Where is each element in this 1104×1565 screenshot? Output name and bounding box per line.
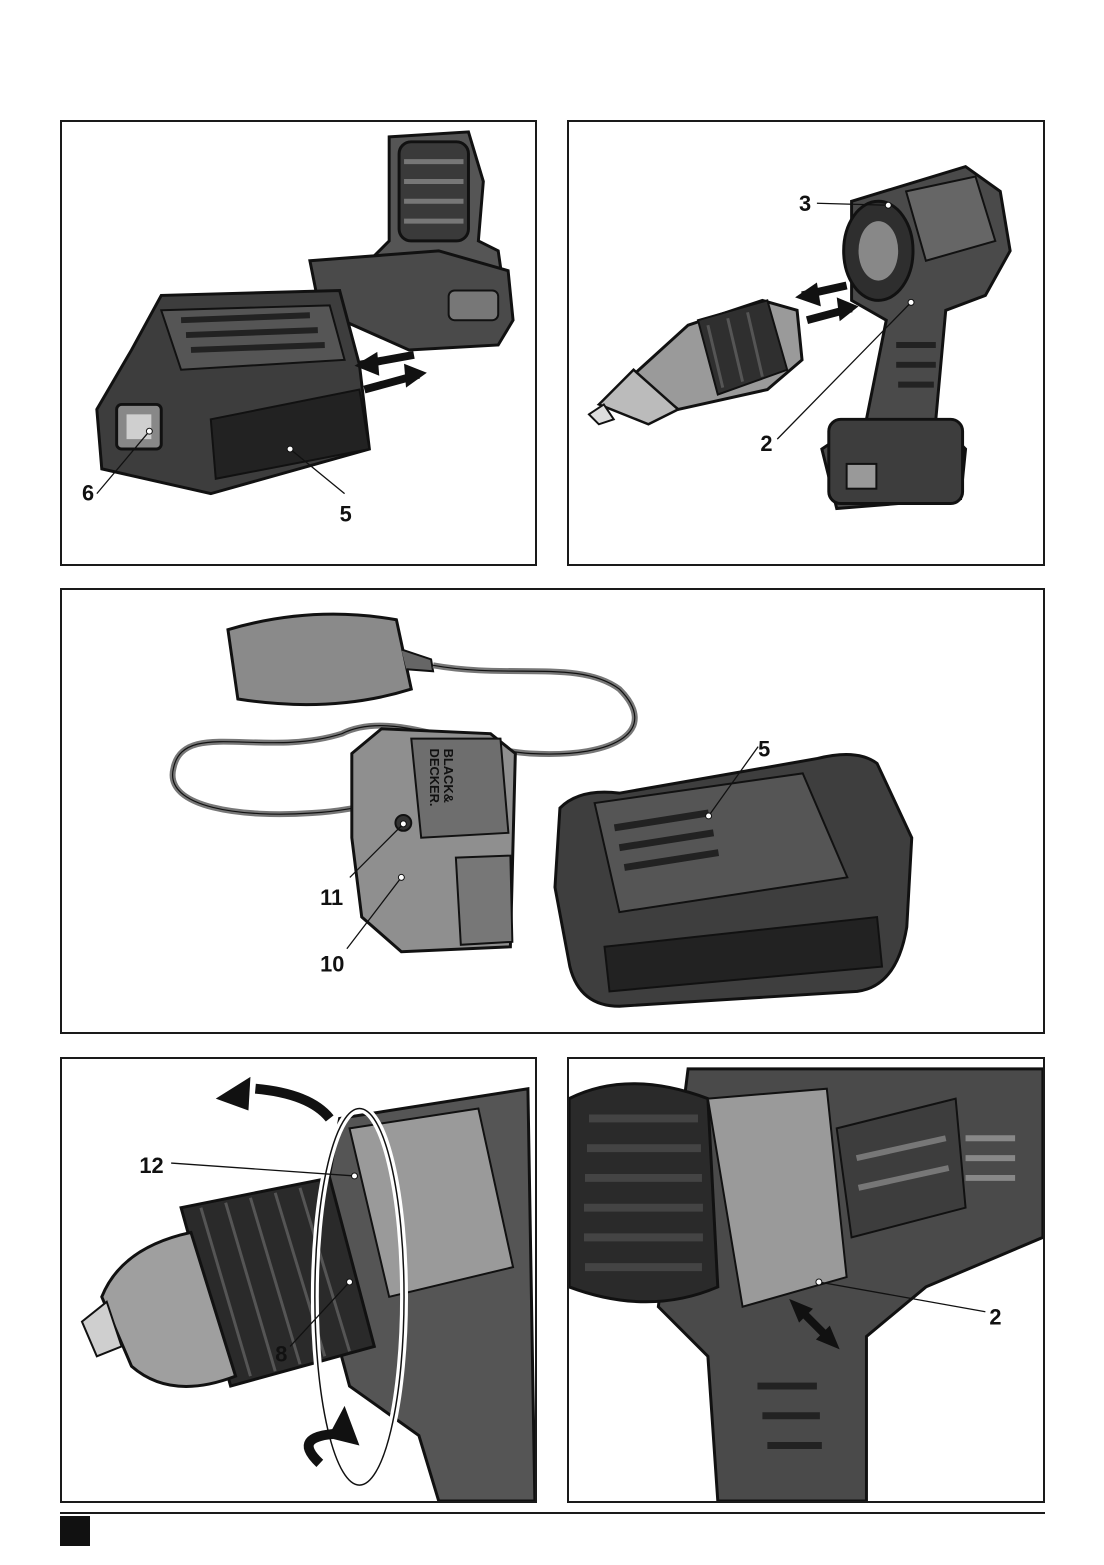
charger-brand-line2: DECKER. [427,749,442,807]
callout-3: 3 [799,191,811,216]
callout-2: 2 [760,431,772,456]
callout-10: 10 [320,952,344,977]
callout-5: 5 [758,736,770,761]
callout-8: 8 [275,1341,287,1366]
figure-attachment-fitting: 3 2 [567,120,1045,566]
figure-battery-removal: 6 5 [60,120,537,566]
battery-removal-illustration: 6 5 [62,122,535,564]
figure-torque-collar: 12 8 [60,1057,537,1503]
release-button-illustration: 2 [569,1059,1043,1501]
charger-brand-line1: BLACK& [441,749,456,803]
callout-12: 12 [139,1153,163,1178]
torque-collar-illustration: 12 8 [62,1059,535,1501]
charger-illustration: BLACK& DECKER. 5 11 10 [62,590,1043,1032]
footer-rule [60,1512,1045,1514]
callout-5: 5 [340,501,352,526]
page-number-block [60,1516,90,1546]
callout-2: 2 [989,1305,1001,1330]
figure-charger: BLACK& DECKER. 5 11 10 [60,588,1045,1034]
callout-6: 6 [82,481,94,506]
callout-11: 11 [320,885,343,910]
figure-release-button: 2 [567,1057,1045,1503]
attachment-fitting-illustration: 3 2 [569,122,1043,564]
